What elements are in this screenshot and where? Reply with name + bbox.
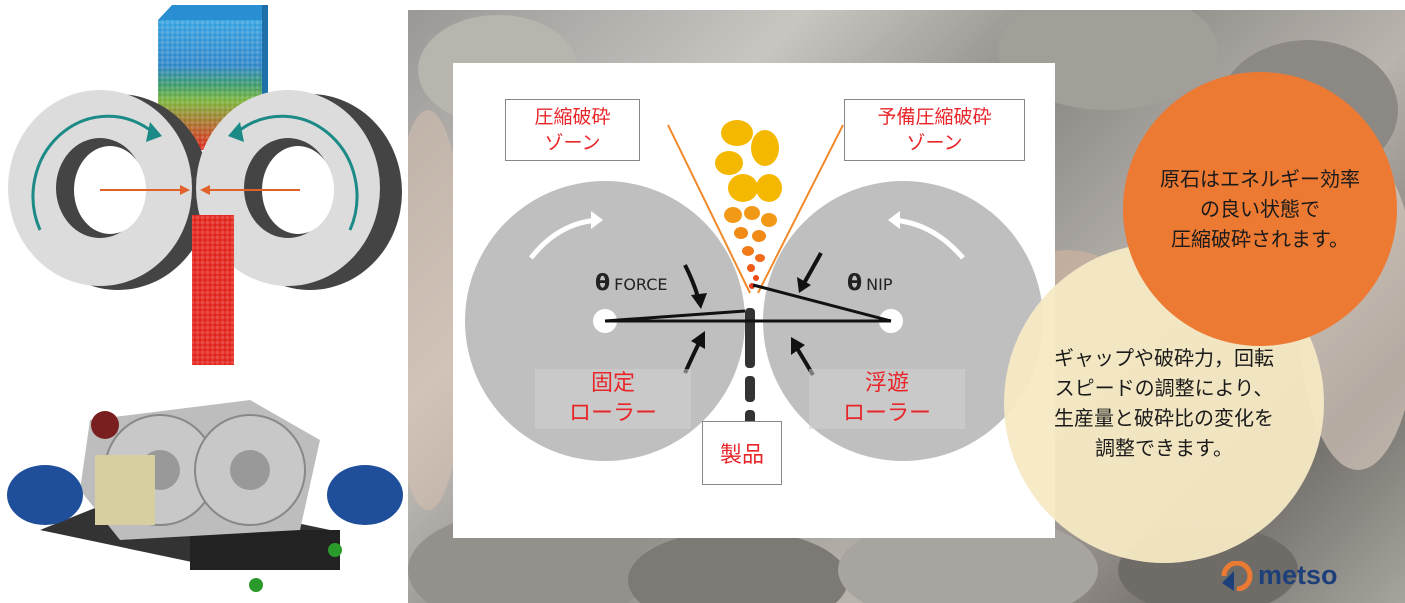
product-label: 製品 [702,421,782,485]
energy-efficiency-bubble: 原石はエネルギー効率 の良い状態で 圧縮破砕されます。 [1123,72,1397,346]
theta-nip-text: NIP [866,275,893,294]
theta-force-text: FORCE [614,275,668,294]
roller-simulation-illustration [8,5,402,365]
hpgr-machine-illustration [7,400,403,592]
metso-logo-text: metso [1258,560,1338,590]
pre-compression-zone-label: 予備圧縮破砕 ゾーン [844,99,1025,161]
theta-nip-symbol: θ [847,271,863,296]
metso-logo-icon [1221,560,1253,591]
floating-roller-label: 浮遊 ローラー [809,369,965,429]
theta-force-symbol: θ [595,271,611,296]
compression-zone-label: 圧縮破砕 ゾーン [505,99,640,161]
metso-logo: metso [1220,560,1338,591]
fixed-roller-label: 固定 ローラー [535,369,691,429]
